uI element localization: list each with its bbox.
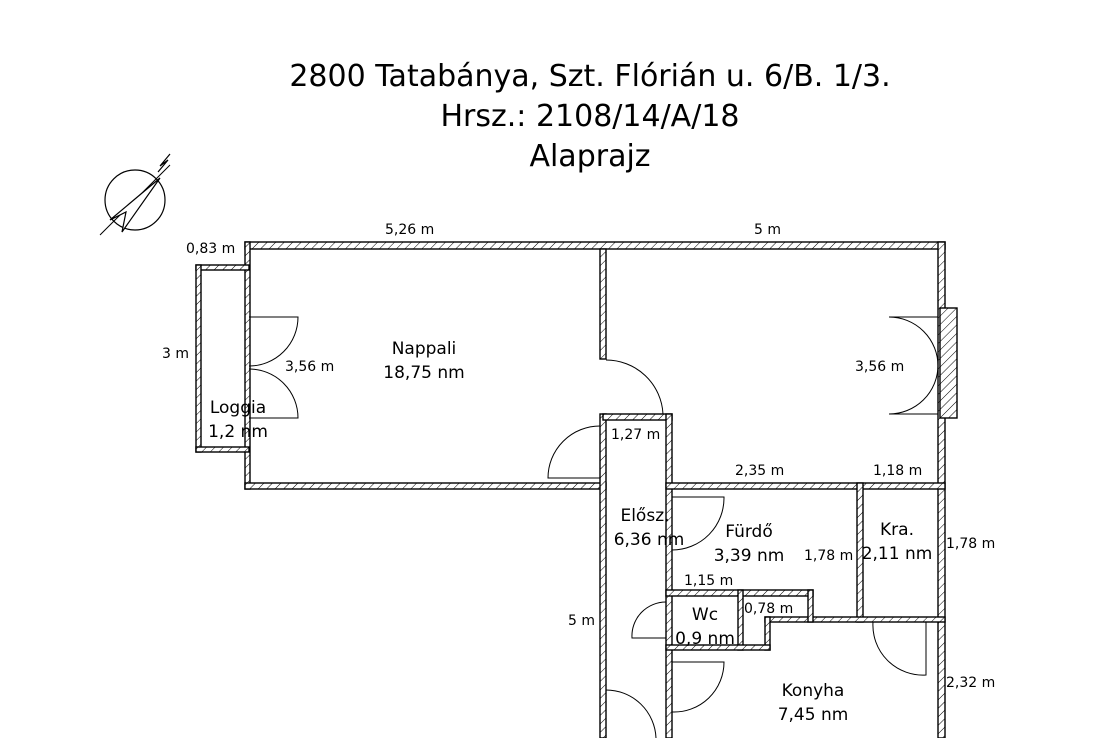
dimension-label: 0,78 m (744, 601, 793, 617)
dimension-label: 2,32 m (946, 675, 995, 691)
doors (248, 316, 939, 738)
room-area-wc: 0,9 nm (675, 629, 735, 649)
dimension-label: 2,35 m (735, 463, 784, 479)
room-name-nappali: Nappali (392, 339, 457, 359)
room-area-eloszoba: 6,36 nm (614, 530, 685, 550)
room-area-kamra: 2,11 nm (862, 544, 933, 564)
room-name-kamra: Kra. (880, 520, 914, 540)
room-name-eloszoba: Elősz. (620, 506, 669, 526)
dimension-label: 3,56 m (285, 359, 334, 375)
room-name-konyha: Konyha (782, 681, 845, 701)
room-name-loggia: Loggia (210, 398, 266, 418)
dimension-label: 3 m (162, 346, 189, 362)
dimension-label: 0,83 m (186, 241, 235, 257)
dimension-label: 1,18 m (873, 463, 922, 479)
dimension-label: 5,26 m (385, 222, 434, 238)
dimension-label: 1,27 m (611, 427, 660, 443)
walls (195, 241, 958, 738)
room-area-nappali: 18,75 nm (383, 363, 464, 383)
room-area-loggia: 1,2 nm (208, 422, 268, 442)
room-name-wc: Wc (692, 605, 718, 625)
plan-subtitle: Alaprajz (529, 139, 651, 174)
dimension-label: 1,15 m (684, 573, 733, 589)
north-arrow-icon (99, 153, 171, 236)
dimension-label: 1,78 m (804, 548, 853, 564)
dimension-label: 3,56 m (855, 359, 904, 375)
dimension-label: 5 m (568, 613, 595, 629)
dimension-label: 1,78 m (946, 536, 995, 552)
room-name-furdo: Fürdő (725, 522, 773, 542)
address-title: 2800 Tatabánya, Szt. Flórián u. 6/B. 1/3… (289, 59, 891, 94)
room-area-furdo: 3,39 nm (714, 546, 785, 566)
parcel-number: Hrsz.: 2108/14/A/18 (440, 99, 740, 134)
room-area-konyha: 7,45 nm (778, 705, 849, 725)
dimension-label: 5 m (754, 222, 781, 238)
north-label (157, 153, 171, 173)
